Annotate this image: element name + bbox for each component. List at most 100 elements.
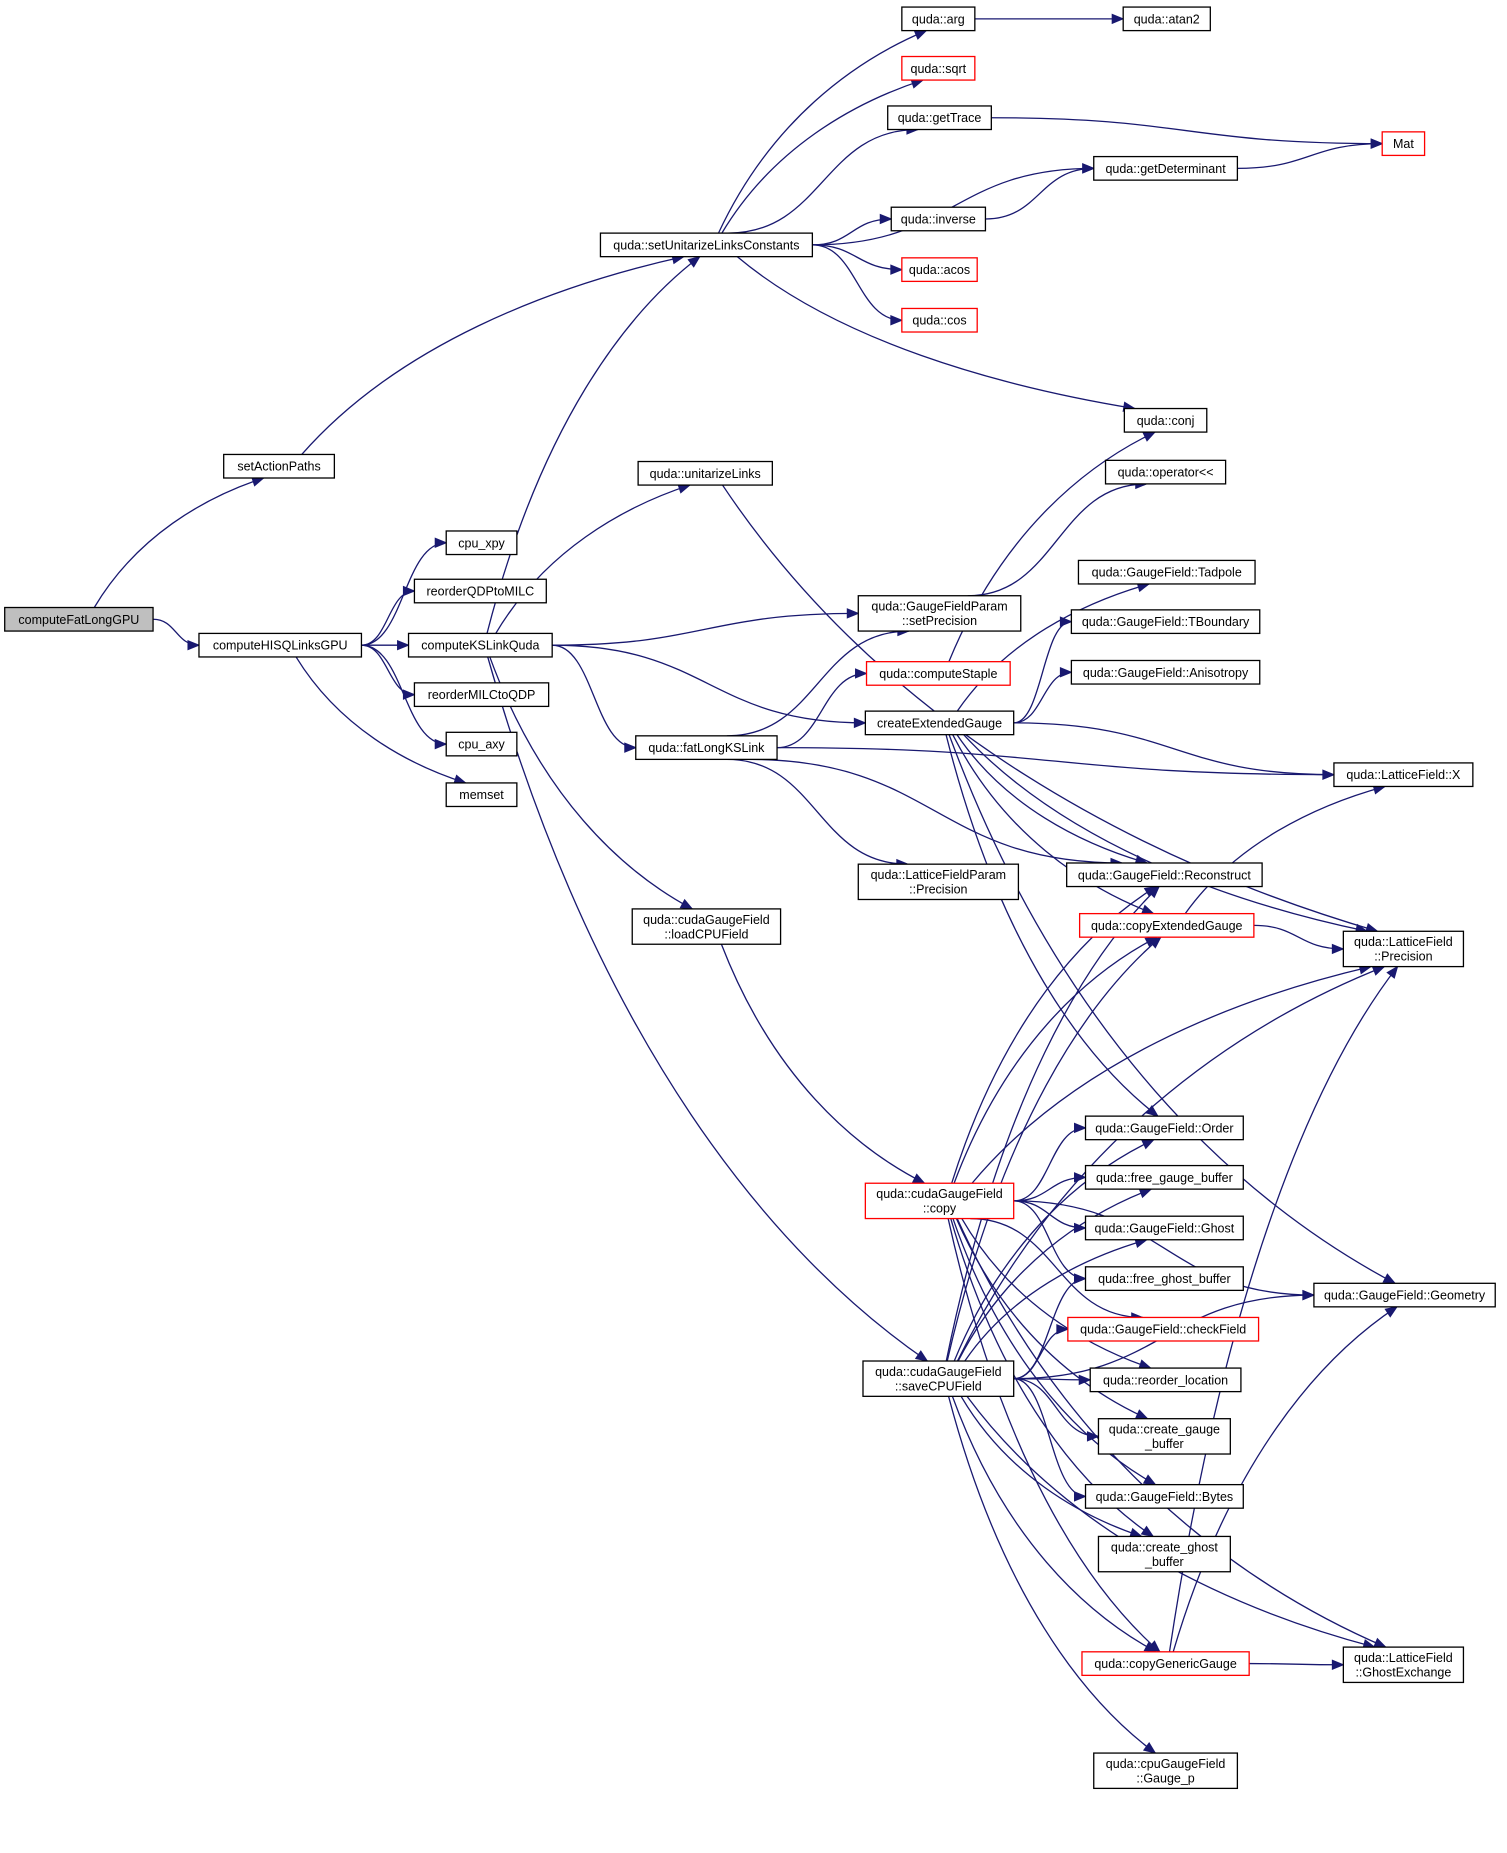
node-box xyxy=(1084,1115,1244,1141)
node-box xyxy=(445,731,518,757)
node-box xyxy=(887,105,992,131)
node-loadCPUField[interactable]: quda::cudaGaugeField::loadCPUField xyxy=(631,908,782,945)
arrowhead xyxy=(624,742,638,753)
node-bytes[interactable]: quda::GaugeField::Bytes xyxy=(1084,1483,1244,1509)
arrowhead xyxy=(890,264,904,275)
arrowhead xyxy=(1386,965,1399,979)
node-cpu_xpy[interactable]: cpu_xpy xyxy=(445,530,518,556)
node-copyExtended[interactable]: quda::copyExtendedGauge xyxy=(1078,912,1255,938)
node-label: cpu_xpy xyxy=(458,536,505,550)
node-saveCPUField[interactable]: quda::cudaGaugeField::saveCPUField xyxy=(862,1360,1015,1397)
node-label: quda::LatticeField xyxy=(1354,935,1453,949)
node-box xyxy=(631,908,782,945)
node-fatLongKSLink[interactable]: quda::fatLongKSLink xyxy=(635,735,778,761)
node-getTrace[interactable]: quda::getTrace xyxy=(887,105,992,131)
node-reconstruct[interactable]: quda::GaugeField::Reconstruct xyxy=(1066,862,1263,888)
edge-setUnitarize-to-sqrt xyxy=(721,79,924,234)
node-checkField[interactable]: quda::GaugeField::checkField xyxy=(1067,1316,1260,1342)
node-inverse[interactable]: quda::inverse xyxy=(890,206,987,232)
node-root[interactable]: computeFatLongGPU xyxy=(4,606,154,632)
node-conj[interactable]: quda::conj xyxy=(1123,407,1208,433)
arrowhead xyxy=(1059,667,1073,678)
node-unitarizeLinks[interactable]: quda::unitarizeLinks xyxy=(637,460,773,486)
node-gfpSetPrecision[interactable]: quda::GaugeFieldParam::setPrecision xyxy=(857,595,1022,632)
node-label: quda::cudaGaugeField xyxy=(875,1365,1002,1379)
node-box xyxy=(4,606,154,632)
node-cgfCopy[interactable]: quda::cudaGaugeField::copy xyxy=(864,1182,1015,1220)
node-setActionPaths[interactable]: setActionPaths xyxy=(223,453,336,479)
node-reorderLoc[interactable]: quda::reorder_location xyxy=(1089,1367,1242,1393)
node-sqrt[interactable]: quda::sqrt xyxy=(901,55,976,81)
node-geometry[interactable]: quda::GaugeField::Geometry xyxy=(1313,1282,1496,1308)
node-setUnitarize[interactable]: quda::setUnitarizeLinksConstants xyxy=(599,232,814,258)
node-label: quda::GaugeField::Geometry xyxy=(1324,1289,1486,1303)
node-computeKS[interactable]: computeKSLinkQuda xyxy=(407,632,553,658)
node-box xyxy=(1342,1646,1465,1684)
node-copyGeneric[interactable]: quda::copyGenericGauge xyxy=(1081,1651,1250,1677)
node-box xyxy=(1122,6,1211,32)
node-tadpole[interactable]: quda::GaugeField::Tadpole xyxy=(1077,559,1256,585)
arrowhead xyxy=(679,898,694,910)
edge-cgfCopy-to-reconstruct xyxy=(951,885,1157,1184)
node-label: quda::acos xyxy=(909,263,970,277)
edge-computeKS-to-saveCPUField xyxy=(487,656,928,1362)
arrowhead xyxy=(911,1173,926,1184)
node-reorderMILCtoQDP[interactable]: reorderMILCtoQDP xyxy=(413,682,550,708)
arrowhead xyxy=(1082,163,1096,174)
edge-getDeterminant-to-Mat xyxy=(1237,142,1383,170)
node-computeHISQ[interactable]: computeHISQLinksGPU xyxy=(198,632,363,658)
node-reorderQDPtoMILC[interactable]: reorderQDPtoMILC xyxy=(413,578,547,604)
node-tboundary[interactable]: quda::GaugeField::TBoundary xyxy=(1070,609,1261,635)
node-label: cpu_axy xyxy=(458,738,505,752)
node-ghost[interactable]: quda::GaugeField::Ghost xyxy=(1084,1215,1244,1241)
node-box xyxy=(1084,1266,1244,1292)
node-getDeterminant[interactable]: quda::getDeterminant xyxy=(1093,155,1239,181)
node-arg[interactable]: quda::arg xyxy=(901,6,976,32)
node-box xyxy=(901,257,978,283)
node-label: quda::create_ghost xyxy=(1111,1540,1219,1554)
arrowhead xyxy=(1074,1273,1087,1284)
node-lfPrecision[interactable]: quda::LatticeField::Precision xyxy=(1342,930,1465,968)
edge-cgfCopy-to-createGhostBuf xyxy=(950,1218,1154,1537)
node-createExtended[interactable]: createExtendedGauge xyxy=(864,710,1015,736)
edge-inverse-to-getDeterminant xyxy=(985,167,1094,220)
node-label: quda::cudaGaugeField xyxy=(876,1187,1003,1201)
edge-setUnitarize-to-acos xyxy=(812,244,902,271)
node-memset[interactable]: memset xyxy=(445,782,518,808)
node-createGaugeBuf[interactable]: quda::create_gauge_buffer xyxy=(1097,1418,1231,1455)
node-cpu_axy[interactable]: cpu_axy xyxy=(445,731,518,757)
node-operatorLL[interactable]: quda::operator<< xyxy=(1104,459,1227,485)
node-computeStaple[interactable]: quda::computeStaple xyxy=(865,661,1011,686)
node-cos[interactable]: quda::cos xyxy=(901,307,978,333)
arrowhead xyxy=(1134,1409,1149,1420)
node-order[interactable]: quda::GaugeField::Order xyxy=(1084,1115,1244,1141)
node-label: quda::getTrace xyxy=(898,111,982,125)
node-box xyxy=(413,578,547,604)
node-box xyxy=(445,530,518,556)
node-Mat[interactable]: Mat xyxy=(1381,131,1426,157)
node-freeGaugeBuf[interactable]: quda::free_gauge_buffer xyxy=(1084,1164,1244,1190)
node-box xyxy=(599,232,814,258)
node-freeGhostBuf[interactable]: quda::free_ghost_buffer xyxy=(1084,1266,1244,1292)
node-label: quda::free_gauge_buffer xyxy=(1096,1171,1233,1185)
node-latticeX[interactable]: quda::LatticeField::X xyxy=(1333,762,1474,788)
node-atan2[interactable]: quda::atan2 xyxy=(1122,6,1211,32)
node-box xyxy=(1070,609,1261,635)
node-label: ::saveCPUField xyxy=(895,1379,982,1393)
node-box xyxy=(1070,659,1261,685)
node-lfpPrecision[interactable]: quda::LatticeFieldParam::Precision xyxy=(857,863,1020,901)
node-createGhostBuf[interactable]: quda::create_ghost_buffer xyxy=(1097,1535,1231,1573)
node-label: memset xyxy=(459,788,504,802)
node-ghostExchange[interactable]: quda::LatticeField::GhostExchange xyxy=(1342,1646,1465,1684)
node-acos[interactable]: quda::acos xyxy=(901,257,978,283)
edge-cgfCopy-to-lfPrecision xyxy=(971,965,1372,1184)
arrowhead xyxy=(1371,965,1386,976)
node-box xyxy=(862,1360,1015,1397)
edge-cgfCopy-to-copyExtended xyxy=(953,936,1158,1184)
node-cpuGaugeP[interactable]: quda::cpuGaugeField::Gauge_p xyxy=(1093,1752,1239,1790)
arrowhead xyxy=(1382,1273,1397,1284)
node-anisotropy[interactable]: quda::GaugeField::Anisotropy xyxy=(1070,659,1261,685)
edge-fatLongKSLink-to-reconstruct xyxy=(748,758,1122,864)
edge-createExtended-to-latticeX xyxy=(1013,722,1334,776)
